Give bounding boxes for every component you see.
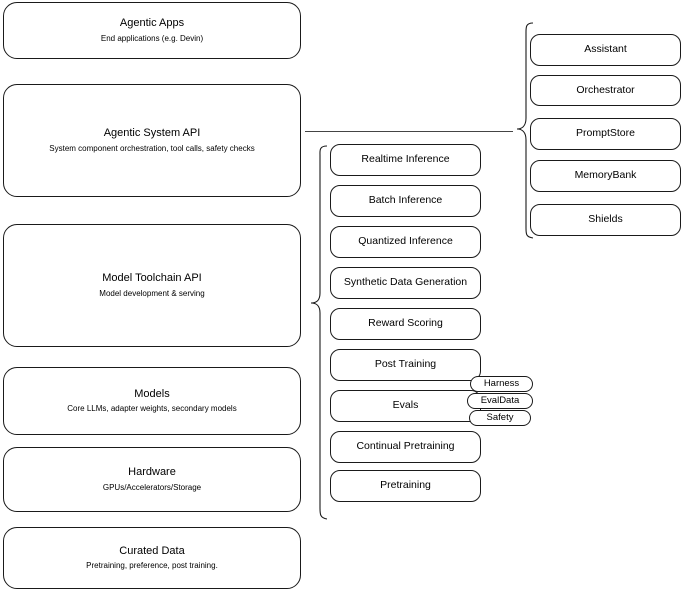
layer-subtitle: System component orchestration, tool cal… <box>49 143 255 153</box>
capability-chip-batch-inference[interactable]: Batch Inference <box>330 185 481 217</box>
capability-chip-evals[interactable]: Evals <box>330 390 481 422</box>
layer-title: Model Toolchain API <box>102 272 202 285</box>
layer-title: Hardware <box>128 466 176 479</box>
layer-title: Agentic Apps <box>119 17 185 30</box>
layer-subtitle: End applications (e.g. Devin) <box>100 33 204 43</box>
system-component-chip-memorybank[interactable]: MemoryBank <box>530 160 681 192</box>
layer-subtitle: Model development & serving <box>99 288 205 298</box>
layer-box-models[interactable]: Models Core LLMs, adapter weights, secon… <box>3 367 301 435</box>
system-component-chip-promptstore[interactable]: PromptStore <box>530 118 681 150</box>
eval-subcomponent-pill-evaldata[interactable]: EvalData <box>467 393 533 409</box>
connector-line-system-api-to-components <box>305 131 513 132</box>
capability-chip-quantized-inference[interactable]: Quantized Inference <box>330 226 481 258</box>
layer-title: Agentic System API <box>103 127 201 140</box>
layer-box-agentic-apps[interactable]: Agentic Apps End applications (e.g. Devi… <box>3 2 301 59</box>
brace-toolchain-capabilities <box>310 145 328 520</box>
brace-system-components <box>516 22 534 239</box>
capability-chip-pretraining[interactable]: Pretraining <box>330 470 481 502</box>
layer-box-agentic-system-api[interactable]: Agentic System API System component orch… <box>3 84 301 197</box>
system-component-chip-orchestrator[interactable]: Orchestrator <box>530 75 681 106</box>
capability-chip-realtime-inference[interactable]: Realtime Inference <box>330 144 481 176</box>
eval-subcomponent-pill-safety[interactable]: Safety <box>469 410 531 426</box>
system-component-chip-shields[interactable]: Shields <box>530 204 681 236</box>
layer-box-curated-data[interactable]: Curated Data Pretraining, preference, po… <box>3 527 301 589</box>
layer-title: Models <box>134 387 170 400</box>
layer-subtitle: Pretraining, preference, post training. <box>86 561 218 571</box>
layer-title: Curated Data <box>119 544 185 557</box>
layer-box-model-toolchain-api[interactable]: Model Toolchain API Model development & … <box>3 224 301 347</box>
system-component-chip-assistant[interactable]: Assistant <box>530 34 681 66</box>
capability-chip-reward-scoring[interactable]: Reward Scoring <box>330 308 481 340</box>
eval-subcomponent-pill-harness[interactable]: Harness <box>470 376 533 392</box>
layer-subtitle: Core LLMs, adapter weights, secondary mo… <box>67 404 237 414</box>
capability-chip-synthetic-data-generation[interactable]: Synthetic Data Generation <box>330 267 481 299</box>
layer-subtitle: GPUs/Accelerators/Storage <box>102 482 202 492</box>
capability-chip-post-training[interactable]: Post Training <box>330 349 481 381</box>
capability-chip-continual-pretraining[interactable]: Continual Pretraining <box>330 431 481 463</box>
layer-box-hardware[interactable]: Hardware GPUs/Accelerators/Storage <box>3 447 301 512</box>
